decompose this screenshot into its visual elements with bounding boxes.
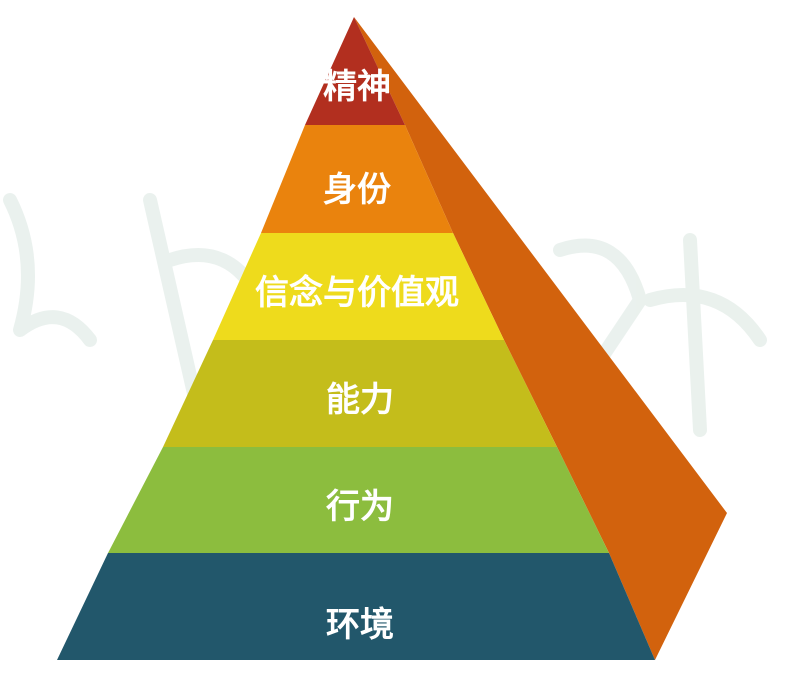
level-label-1: 精神 (323, 67, 391, 107)
pyramid-level-1 (305, 17, 405, 125)
pyramid-level-4 (163, 340, 557, 447)
level-label-2: 身份 (323, 170, 391, 210)
level-label-4: 能力 (326, 380, 394, 420)
pyramid-level-3 (213, 233, 504, 340)
level-label-3: 信念与价值观 (255, 273, 459, 313)
pyramid-level-5 (108, 447, 609, 553)
pyramid-level-6 (57, 553, 655, 660)
pyramid-level-2 (261, 125, 453, 233)
pyramid-side-face (354, 17, 727, 660)
level-label-5: 行为 (326, 487, 394, 527)
level-label-6: 环境 (326, 605, 394, 645)
